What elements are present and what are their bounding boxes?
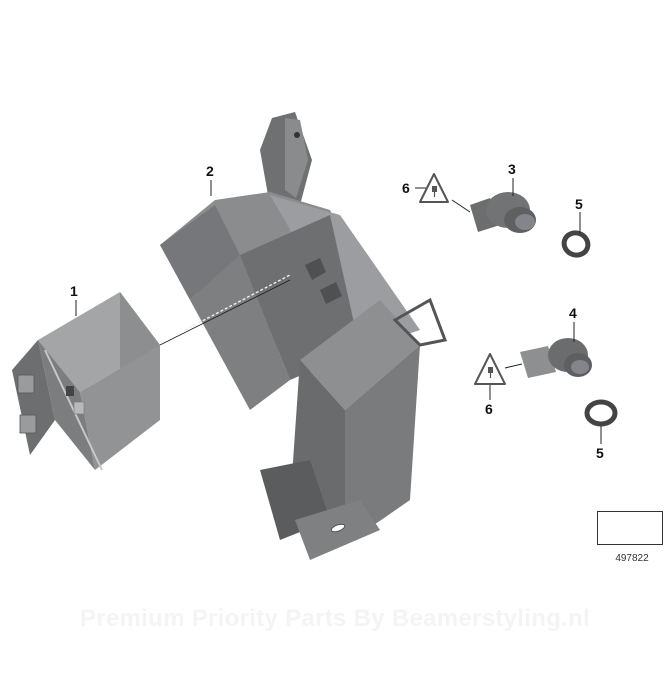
sensor-ring-lower[interactable] [584, 399, 618, 427]
ultrasonic-sensor-upper[interactable] [451, 192, 536, 233]
watermark-text: Premium Priority Parts By Beamerstyling.… [79, 605, 591, 632]
connector-warning-upper-icon[interactable] [419, 173, 449, 203]
control-unit[interactable] [12, 292, 160, 471]
sensor-ring-upper[interactable] [561, 230, 591, 259]
holder-bracket[interactable] [159, 112, 448, 560]
callout-3: 3 [508, 161, 516, 177]
connector-warning-lower-icon[interactable] [474, 353, 506, 385]
callout-5a: 5 [575, 196, 583, 212]
callout-5b: 5 [596, 445, 604, 461]
reference-number: 497822 [615, 553, 649, 564]
callout-1: 1 [70, 283, 78, 299]
orientation-reference-box [597, 511, 663, 545]
callout-4: 4 [569, 305, 577, 321]
callout-2: 2 [206, 163, 214, 179]
ultrasonic-sensor-lower[interactable] [504, 338, 592, 378]
callout-6a: 6 [402, 180, 410, 196]
callout-6b: 6 [485, 401, 493, 417]
